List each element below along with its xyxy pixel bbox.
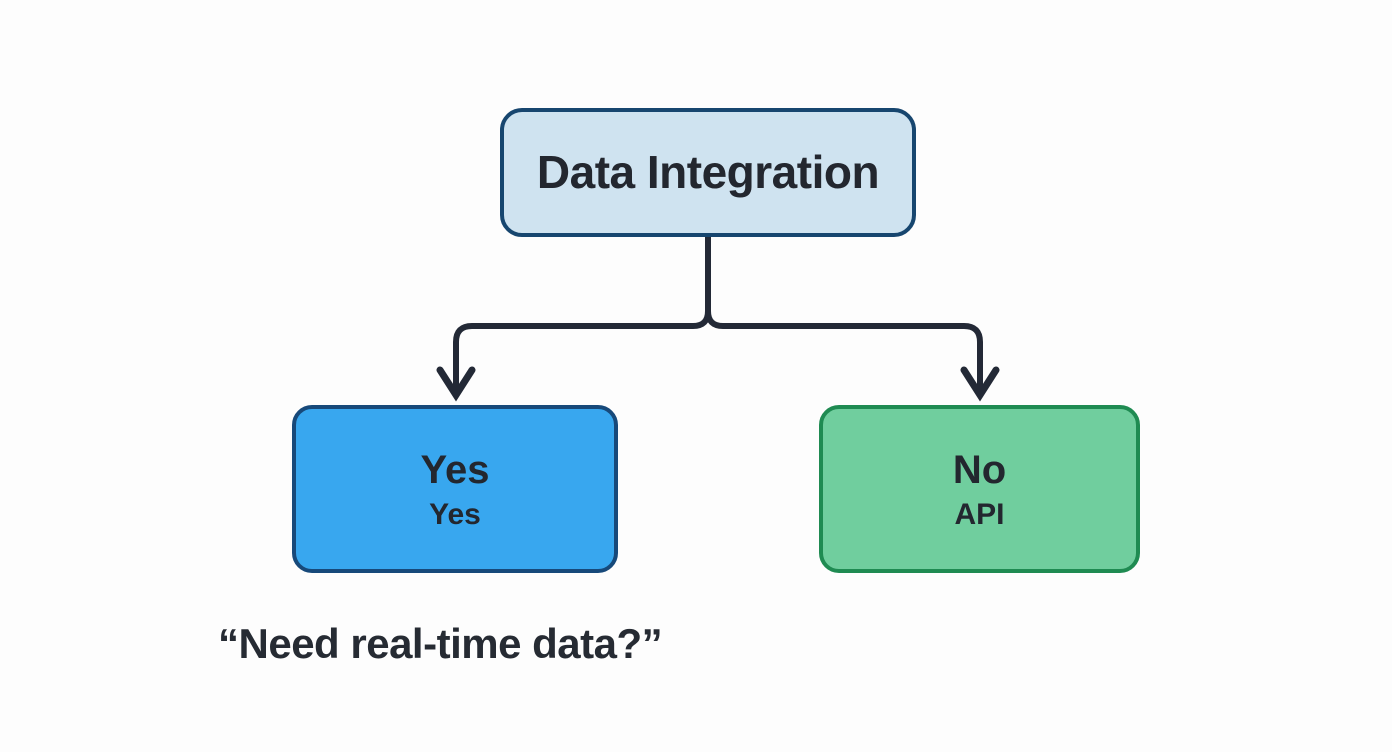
- node-yes-label: Yes: [420, 448, 490, 492]
- node-data-integration: Data Integration: [500, 108, 916, 237]
- node-no-sublabel: API: [954, 498, 1005, 531]
- node-no-label: No: [952, 448, 1007, 492]
- node-yes: Yes Yes: [292, 405, 618, 573]
- connector-right-branch: [705, 234, 983, 389]
- node-yes-sublabel: Yes: [429, 498, 481, 531]
- arrowhead-left-icon: [436, 366, 476, 402]
- connector-left-branch: [453, 234, 711, 389]
- node-no: No API: [819, 405, 1140, 573]
- arrowhead-right-icon: [960, 366, 1000, 402]
- question-caption: “Need real-time data?”: [218, 620, 663, 667]
- node-data-integration-label: Data Integration: [536, 146, 880, 199]
